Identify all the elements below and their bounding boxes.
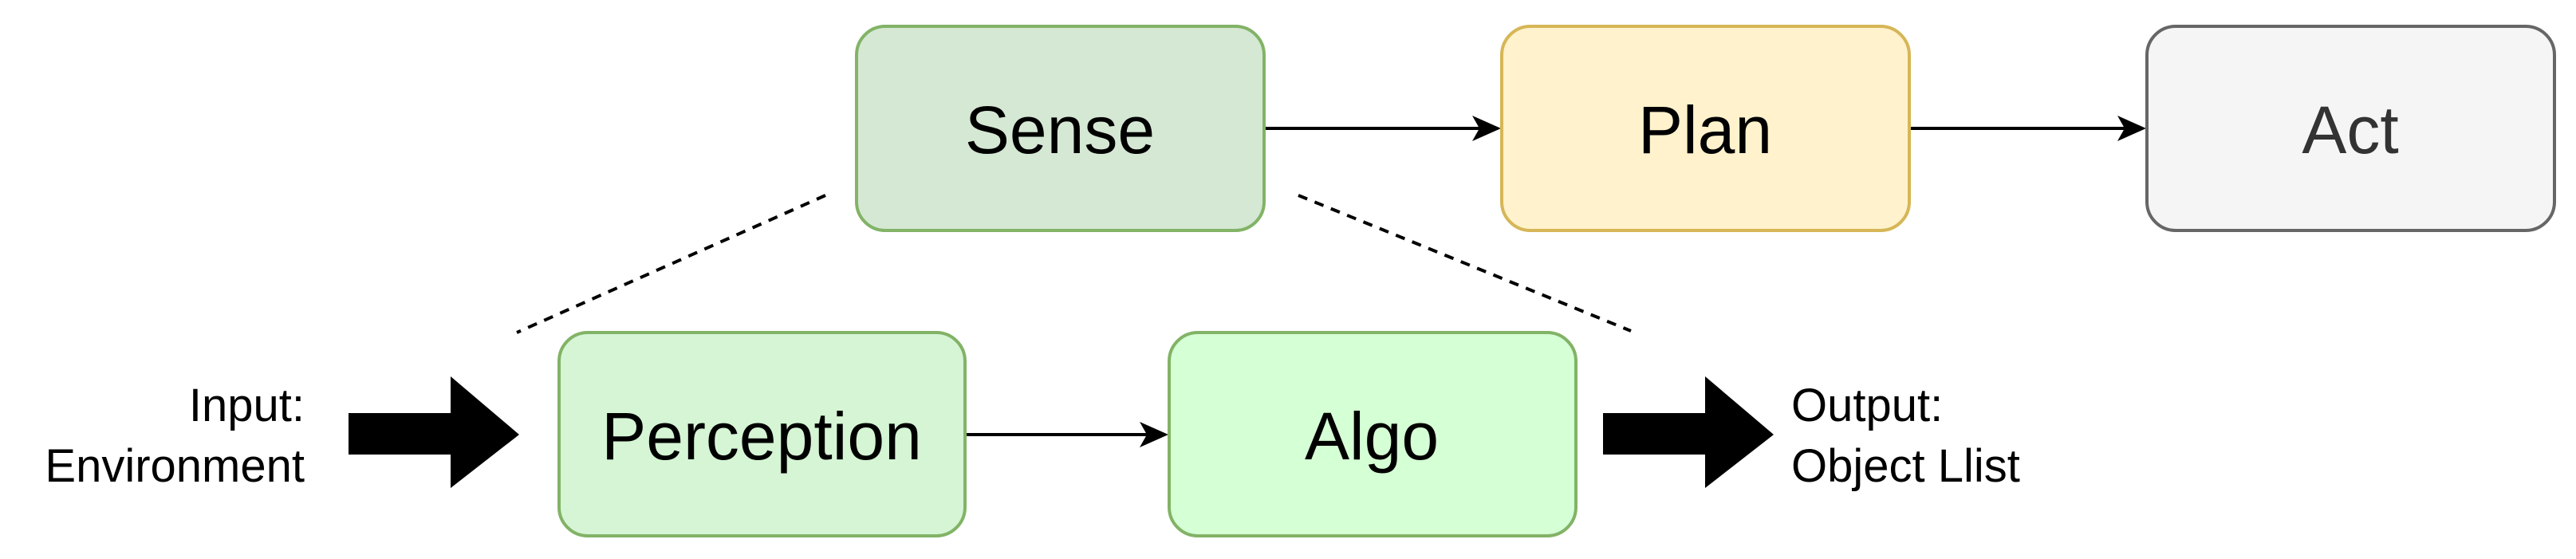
sense-node[interactable]: Sense: [855, 25, 1266, 232]
output-block-arrow: [1603, 376, 1774, 488]
algo-label: Algo: [1305, 399, 1439, 474]
plan-box: [1500, 25, 1911, 232]
zoom-line-right: [1298, 194, 1632, 333]
act-label: Act: [2302, 93, 2398, 167]
edge-sense-to-plan-arrowhead: [1472, 116, 1501, 141]
output-label-line1: Output:: [1791, 380, 1943, 431]
sense-label: Sense: [965, 93, 1155, 167]
perception-node[interactable]: Perception: [557, 331, 967, 537]
act-node[interactable]: Act: [2145, 25, 2556, 232]
zoom-line-left: [516, 194, 826, 334]
perception-label: Perception: [601, 399, 922, 474]
output-label-group: Output: Object Llist: [1791, 380, 2020, 492]
output-label-line2: Object Llist: [1791, 440, 2020, 492]
plan-node[interactable]: Plan: [1500, 25, 1911, 232]
input-label-line2: Environment: [45, 440, 305, 492]
act-box: [2145, 25, 2556, 232]
plan-label: Plan: [1638, 93, 1772, 167]
input-label-line1: Input:: [189, 380, 305, 431]
input-block-arrow: [349, 376, 519, 488]
sense-box: [855, 25, 1266, 232]
edge-perception-to-algo-arrowhead: [1140, 422, 1168, 447]
algo-box: [1168, 331, 1578, 537]
edge-plan-to-act-arrowhead: [2117, 116, 2146, 141]
algo-node[interactable]: Algo: [1168, 331, 1578, 537]
input-label-group: Input: Environment: [45, 380, 305, 492]
perception-box: [557, 331, 967, 537]
